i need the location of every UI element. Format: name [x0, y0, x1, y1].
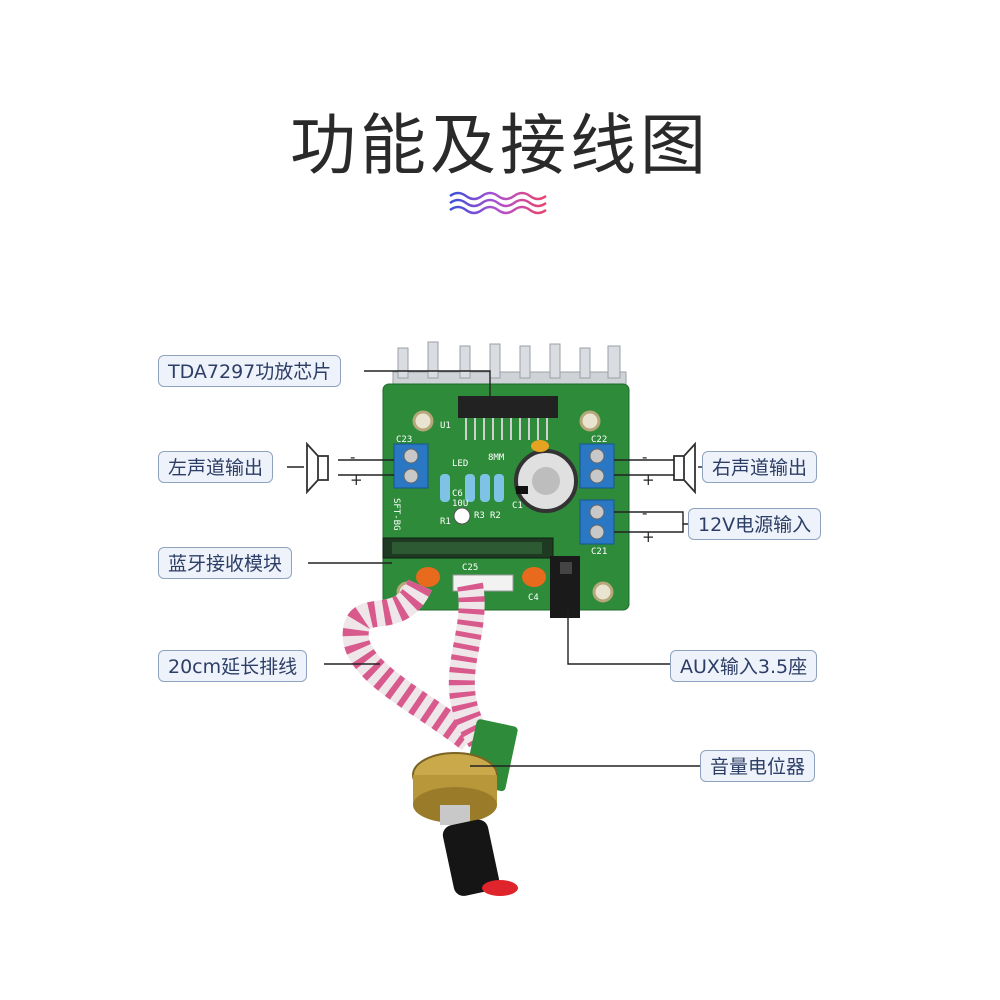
board-text-brand: SFT-BG: [391, 498, 401, 531]
tda7297-chip: [458, 396, 558, 418]
capacitor-c4: [522, 567, 546, 587]
label-right-out: 右声道输出: [702, 451, 818, 483]
board-text-r1: R1: [440, 517, 451, 527]
label-chip: TDA7297功放芯片: [158, 355, 342, 387]
label-power-in: 12V电源输入: [688, 508, 822, 540]
board-text-c22: C22: [591, 435, 607, 445]
label-bluetooth: 蓝牙接收模块: [158, 547, 293, 579]
board-text-c6: C6: [452, 489, 463, 499]
board-text-c23: C23: [396, 435, 412, 445]
ribbon-cable: [342, 578, 492, 751]
board-text-c1: C1: [512, 501, 523, 511]
board-text-r2: R2: [490, 511, 501, 521]
board-text-c25: C25: [462, 563, 478, 573]
label-aux: AUX输入3.5座: [670, 650, 818, 682]
speaker-icon: [306, 441, 329, 495]
board-text-led: LED: [452, 459, 468, 469]
minus-mark-right: -: [642, 448, 648, 466]
board-text-cap-val: 10U: [452, 499, 468, 509]
minus-mark-left: -: [350, 448, 356, 466]
plus-mark-power: +: [642, 528, 655, 546]
plus-mark-left: +: [350, 471, 363, 489]
label-left-out: 左声道输出: [158, 451, 274, 483]
speaker-icon: [673, 441, 696, 495]
board-text-spacing: 8MM: [488, 453, 505, 463]
plus-mark-right: +: [642, 471, 655, 489]
board-text-c21: C21: [591, 547, 607, 557]
board-text-c4: C4: [528, 593, 539, 603]
board-text-u1: U1: [440, 421, 451, 431]
label-cable: 20cm延长排线: [158, 650, 308, 682]
board-text-r3: R3: [474, 511, 485, 521]
wave-decoration-icon: [449, 191, 547, 215]
volume-potentiometer: [412, 719, 518, 896]
minus-mark-power: -: [642, 504, 648, 522]
page-title: 功能及接线图: [290, 107, 710, 184]
label-volume: 音量电位器: [700, 750, 816, 782]
